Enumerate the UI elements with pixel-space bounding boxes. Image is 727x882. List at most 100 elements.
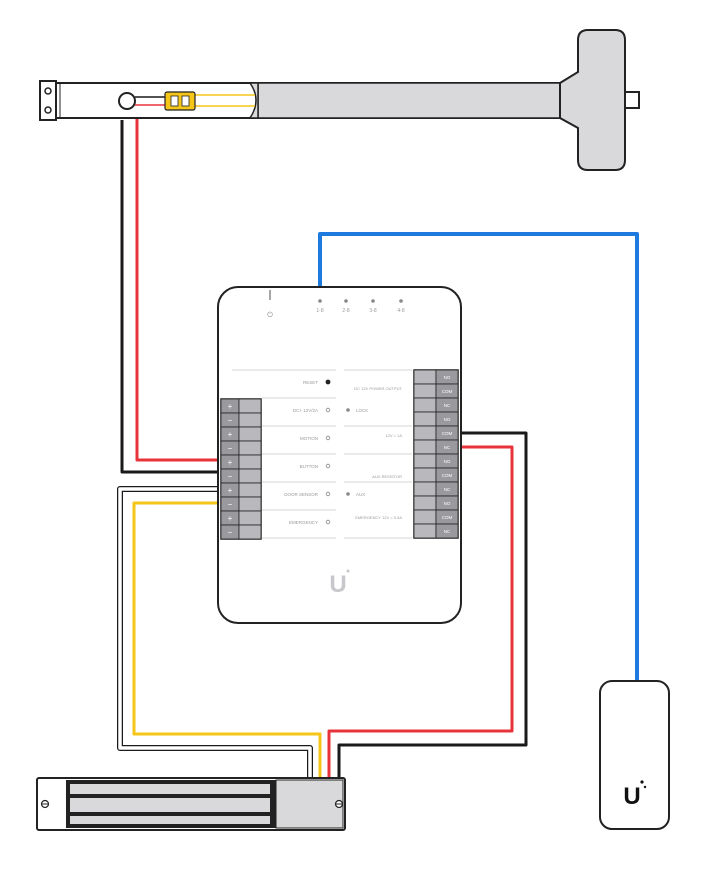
port-label: 4-8 <box>397 308 404 314</box>
terminal-sign: − <box>228 416 233 425</box>
dot-icon <box>325 491 331 497</box>
dot-icon <box>346 492 350 496</box>
terminal-screw: NC <box>413 397 459 413</box>
port-label: 3-8 <box>369 308 376 314</box>
terminal-screw: − <box>220 440 262 456</box>
terminal-sign: − <box>228 472 233 481</box>
terminal-sign: + <box>228 402 233 411</box>
terminal-screw: COM <box>413 383 459 399</box>
dot-icon <box>346 408 350 412</box>
terminal-sign: − <box>228 528 233 537</box>
hub-logo: U <box>329 571 346 598</box>
right-labels: DC 12V POWER OUTPUT 12V = 1A AUX RESISTO… <box>354 386 402 520</box>
terminal-screw: NO <box>413 369 459 385</box>
label-emergency-out: EMERGENCY 12V = 0.5A <box>355 515 402 520</box>
port-row: 1-8 2-8 3-8 4-8 <box>316 299 405 314</box>
label-aux: AUX <box>356 492 365 497</box>
logo-dot <box>643 785 647 789</box>
wire-blue-reader <box>318 232 639 682</box>
dot-icon <box>325 519 331 525</box>
terminal-code: NO <box>444 501 451 506</box>
mid-labels: LOCK AUX <box>346 408 368 497</box>
terminal-sign: + <box>228 458 233 467</box>
terminal-code: COM <box>442 431 453 436</box>
maglock-plate <box>70 798 270 812</box>
wire-black-maglock <box>337 431 528 778</box>
maglock-plate <box>70 816 270 824</box>
label-dc-output: DC 12V POWER OUTPUT <box>354 386 402 391</box>
label-reset: RESET <box>303 380 318 385</box>
latch-cutout <box>118 92 136 110</box>
dot-icon <box>325 435 331 441</box>
connector-slot <box>170 95 179 107</box>
terminal-sign: + <box>228 514 233 523</box>
terminal-screw: NO <box>413 453 459 469</box>
terminal-code: NC <box>444 529 451 534</box>
terminal-screw: − <box>220 468 262 484</box>
port-led-icon <box>399 299 403 303</box>
terminal-screw: COM <box>413 467 459 483</box>
terminal-screw: NC <box>413 523 459 539</box>
exit-device <box>39 29 640 171</box>
logo-dot <box>640 780 644 784</box>
terminal-screw: + <box>220 510 262 526</box>
label-emergency: EMERGENCY <box>289 520 318 525</box>
terminal-screw: COM <box>413 509 459 525</box>
wire-red-exit-bar <box>135 118 221 462</box>
reset-button-icon <box>325 379 331 385</box>
label-motion: MOTION <box>300 436 318 441</box>
card-reader: U <box>599 680 670 830</box>
maglock-plate <box>70 784 270 794</box>
terminal-sign: − <box>228 444 233 453</box>
magnetic-lock <box>36 777 346 831</box>
end-cap <box>39 80 57 121</box>
label-button: BUTTON <box>300 464 318 469</box>
label-dc-in: DC+ 12V/2A <box>293 408 318 413</box>
screw-icon <box>44 106 52 114</box>
connector-block <box>164 91 196 111</box>
access-hub: ⏻ 1-8 2-8 3-8 4-8 <box>217 286 462 624</box>
wire-yellow-maglock <box>132 501 322 778</box>
terminal-code: NO <box>444 459 451 464</box>
terminal-screw: NC <box>413 481 459 497</box>
terminal-sign: + <box>228 430 233 439</box>
label-aux-resistor: AUX RESISTOR <box>372 474 402 479</box>
left-label-icons <box>325 379 331 525</box>
terminal-screw: + <box>220 454 262 470</box>
terminal-screw: NO <box>413 495 459 511</box>
wire-red-maglock <box>327 445 514 778</box>
terminal-screw: COM <box>413 425 459 441</box>
terminal-code: NC <box>444 445 451 450</box>
reader-logo: U <box>623 783 640 810</box>
terminal-screw: + <box>220 426 262 442</box>
label-12v-1a: 12V = 1A <box>385 433 402 438</box>
terminal-screw: NO <box>413 411 459 427</box>
left-labels: RESET DC+ 12V/2A MOTION BUTTON DOOR SENS… <box>284 380 319 525</box>
maglock-housing-end <box>275 779 344 829</box>
terminal-screw: − <box>220 524 262 540</box>
terminal-sign: − <box>228 500 233 509</box>
port-label: 1-8 <box>316 308 323 314</box>
terminal-code: COM <box>442 389 453 394</box>
terminal-screw: + <box>220 482 262 498</box>
label-door-sensor: DOOR SENSOR <box>284 492 319 497</box>
wire-white-core <box>118 487 312 778</box>
exit-bar-pad-end <box>248 82 259 119</box>
section-dividers <box>232 369 412 539</box>
terminal-code: NO <box>444 375 451 380</box>
terminal-code: NO <box>444 417 451 422</box>
terminal-sign: + <box>228 486 233 495</box>
wire-black-exit-bar <box>120 120 221 474</box>
port-led-icon <box>344 299 348 303</box>
wires <box>117 118 639 778</box>
dot-icon <box>325 463 331 469</box>
terminal-code: NC <box>444 403 451 408</box>
terminal-screw: NC <box>413 439 459 455</box>
port-label: 2-8 <box>342 308 349 314</box>
terminal-screw: − <box>220 496 262 512</box>
exit-bar-push-pad <box>257 82 571 119</box>
terminal-screw: − <box>220 412 262 428</box>
label-lock: LOCK <box>356 408 368 413</box>
